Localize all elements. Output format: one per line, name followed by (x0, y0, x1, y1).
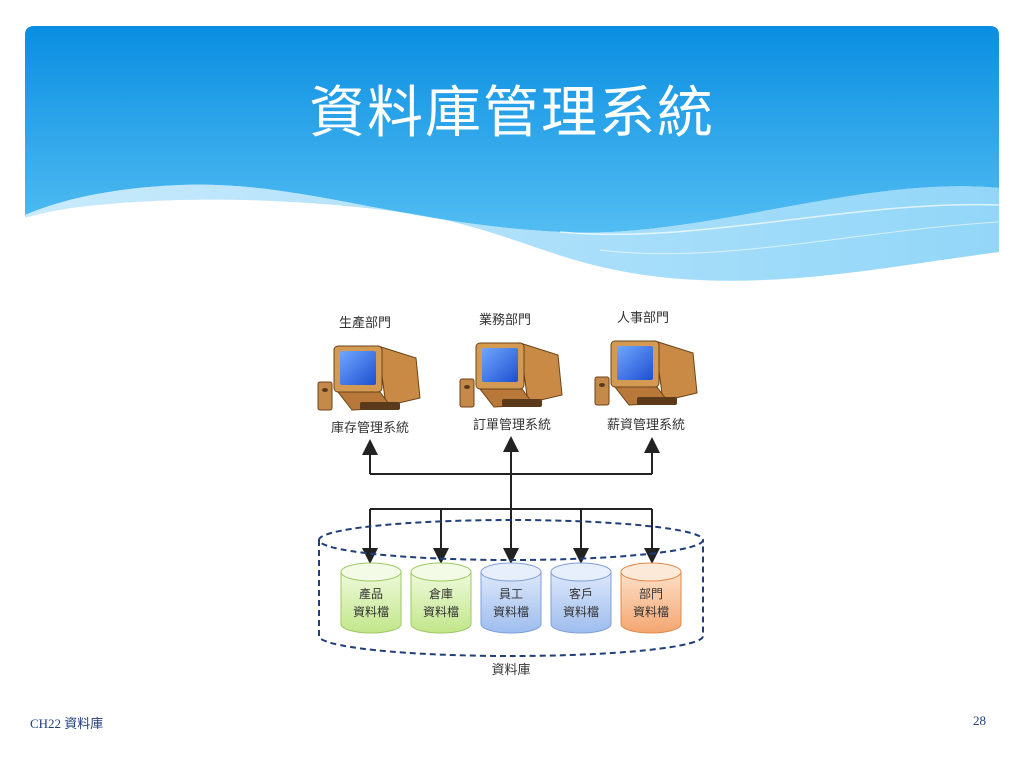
system-label-order: 訂單管理系統 (473, 417, 551, 433)
header-wave-line (559, 203, 1000, 236)
database-label: 資料庫 (491, 663, 530, 678)
slide-title: 資料庫管理系統 (309, 81, 715, 146)
file-cylinder-customer: 客戶 資料檔 (550, 562, 612, 634)
computer-icon (459, 342, 563, 408)
footer-chapter: CH22 資料庫 (30, 716, 104, 731)
connector-down (362, 508, 660, 564)
file-label-line2: 資料檔 (633, 605, 669, 619)
page-number: 28 (973, 713, 986, 728)
system-label-inventory: 庫存管理系統 (331, 421, 409, 436)
dept-label-production: 生產部門 (339, 315, 391, 331)
file-cylinder-product: 產品 資料檔 (340, 562, 402, 634)
file-cylinder-warehouse: 倉庫 資料檔 (410, 562, 472, 634)
system-label-payroll: 薪資管理系統 (607, 418, 685, 433)
file-label-line2: 資料檔 (353, 605, 389, 619)
file-label-line1: 客戶 (569, 586, 593, 601)
header-wave-line-2 (599, 221, 1000, 255)
file-cylinder-employee: 員工 資料檔 (480, 562, 542, 634)
file-label-line2: 資料檔 (563, 605, 599, 619)
file-label-line1: 產品 (359, 586, 383, 601)
file-label-line1: 部門 (639, 586, 663, 601)
header-banner (25, 26, 1000, 281)
dept-label-sales: 業務部門 (479, 312, 531, 328)
file-cylinder-department: 部門 資料檔 (620, 562, 682, 634)
file-label-line1: 員工 (499, 587, 523, 601)
connector-up (362, 436, 660, 509)
database-container (318, 519, 704, 657)
file-label-line1: 倉庫 (429, 586, 453, 601)
file-label-line2: 資料檔 (423, 605, 459, 619)
header-wave-light (25, 184, 999, 281)
computer-icon (317, 345, 421, 411)
header-gradient (25, 26, 999, 233)
computer-icon (594, 340, 698, 406)
dept-label-hr: 人事部門 (617, 311, 669, 326)
file-label-line2: 資料檔 (493, 605, 529, 619)
